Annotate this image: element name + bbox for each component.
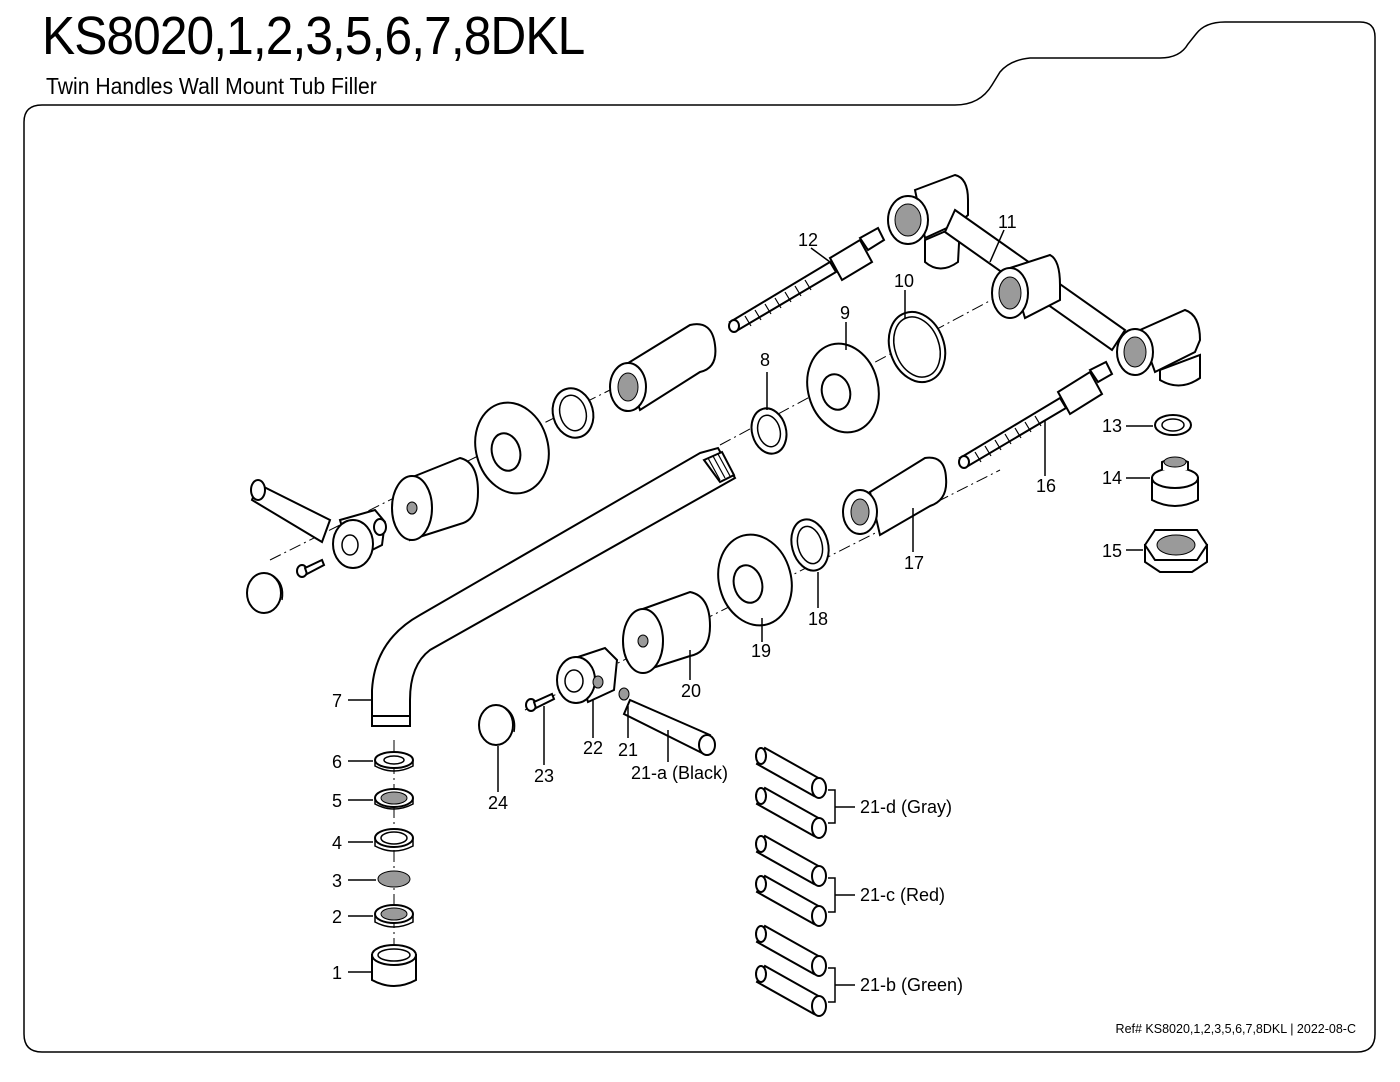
callout-5: 5 [332, 791, 342, 811]
part-5-insert [374, 788, 414, 810]
part-handle-left [250, 479, 387, 569]
callout-10: 10 [894, 271, 914, 291]
part-16-cartridge-right [958, 360, 1114, 469]
part-15-nut [1143, 529, 1209, 573]
part-flange-left [474, 401, 550, 495]
callout-21c: 21-c (Red) [860, 885, 945, 905]
callout-21b: 21-b (Green) [860, 975, 963, 995]
handle-options-green [755, 924, 827, 1017]
diagram-frame [23, 21, 1376, 1053]
callout-18: 18 [808, 609, 828, 629]
callout-12: 12 [798, 230, 818, 250]
callout-11: 11 [998, 212, 1017, 232]
callout-16: 16 [1036, 476, 1056, 496]
callout-3: 3 [332, 871, 342, 891]
callout-21: 21 [618, 740, 638, 760]
page-subtitle: Twin Handles Wall Mount Tub Filler [46, 73, 377, 99]
callout-19: 19 [751, 641, 771, 661]
part-20-sleeve [622, 590, 712, 674]
callout-8: 8 [760, 350, 770, 370]
callout-22: 22 [583, 738, 603, 758]
part-8-washer [750, 407, 788, 455]
callout-2: 2 [332, 907, 342, 927]
callout-9: 9 [840, 303, 850, 323]
handle-options-red [755, 834, 827, 927]
part-22-hub [556, 646, 619, 704]
handle-options-gray [755, 746, 827, 839]
part-4-ring [374, 828, 414, 852]
part-11-body [887, 173, 1202, 387]
callout-14: 14 [1102, 468, 1122, 488]
part-cap-left [246, 572, 284, 614]
part-6-washer [374, 751, 414, 772]
part-washer-left [551, 387, 595, 439]
part-13-washer [1154, 414, 1192, 436]
part-2-insert [374, 904, 414, 928]
callout-13: 13 [1102, 416, 1122, 436]
part-10-oring [887, 310, 947, 384]
callout-21a: 21-a (Black) [631, 763, 728, 783]
part-9-flange [806, 342, 880, 434]
part-7-spout [371, 446, 737, 727]
callout-20: 20 [681, 681, 701, 701]
reference-code: Ref# KS8020,1,2,3,5,6,7,8DKL | 2022-08-C [1115, 1022, 1356, 1036]
part-sleeve-left [609, 323, 717, 412]
part-handle-sleeve-left [391, 456, 480, 542]
part-24-cap [478, 704, 516, 746]
part-14-adapter [1151, 456, 1199, 507]
part-21a-handle-lever [618, 687, 716, 756]
part-screw-left [296, 558, 326, 578]
part-23-screw [525, 692, 556, 712]
part-18-washer [790, 518, 830, 572]
callout-21d: 21-d (Gray) [860, 797, 952, 817]
part-3-screen [377, 870, 411, 888]
part-17-sleeve-right [842, 456, 948, 537]
part-1-housing [371, 944, 417, 987]
callout-7: 7 [332, 691, 342, 711]
callout-15: 15 [1102, 541, 1122, 561]
page-title: KS8020,1,2,3,5,6,7,8DKL [42, 6, 585, 66]
callout-17: 17 [904, 553, 924, 573]
leader-lines [348, 229, 1153, 1003]
part-12-cartridge-left [728, 226, 886, 333]
callout-1: 1 [332, 963, 342, 983]
part-19-flange [717, 533, 793, 627]
callout-6: 6 [332, 752, 342, 772]
callout-24: 24 [488, 793, 508, 813]
callout-23: 23 [534, 766, 554, 786]
callout-4: 4 [332, 833, 342, 853]
